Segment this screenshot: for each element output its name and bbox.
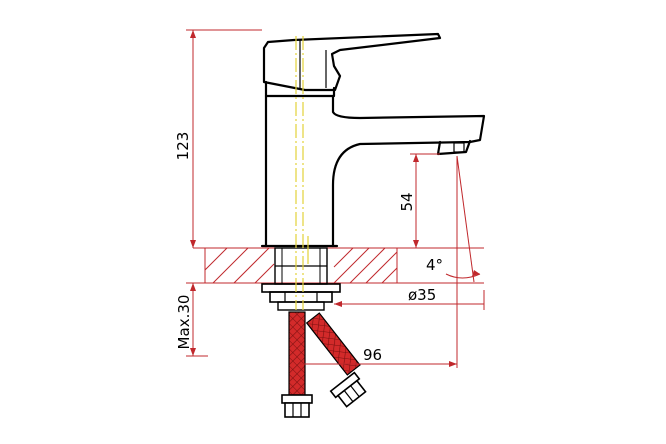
aerator-ring bbox=[453, 142, 465, 153]
dimension-reach: 96 bbox=[300, 282, 458, 368]
cartridge-collar bbox=[264, 80, 336, 98]
dimension-diameter: ø35 bbox=[334, 286, 485, 310]
max-thickness-label: Max.30 bbox=[175, 295, 193, 350]
lock-nut bbox=[269, 291, 333, 303]
mounting-fittings bbox=[261, 247, 341, 311]
washer bbox=[261, 283, 341, 293]
hose-nut-straight bbox=[281, 394, 313, 418]
dimension-height-total: 123 bbox=[174, 29, 262, 248]
flexible-hoses bbox=[281, 311, 367, 418]
height-total-label: 123 bbox=[174, 132, 192, 161]
body-and-spout bbox=[264, 94, 486, 248]
angle-label: 4° bbox=[426, 256, 443, 274]
reach-label: 96 bbox=[363, 346, 382, 364]
dimension-max-thickness: Max.30 bbox=[175, 282, 208, 357]
faucet-body bbox=[260, 32, 486, 248]
countertop-hatch-right bbox=[333, 247, 398, 284]
aerator bbox=[436, 139, 472, 156]
hose-angled bbox=[305, 312, 361, 376]
spout-clearance-label: 54 bbox=[398, 192, 416, 211]
hose-straight bbox=[288, 311, 306, 397]
diameter-label: ø35 bbox=[408, 286, 436, 304]
dimension-spout-clearance: 54 bbox=[398, 153, 440, 248]
dimension-angle: 4° bbox=[426, 155, 481, 283]
lever-handle bbox=[262, 32, 442, 92]
countertop-section bbox=[193, 247, 484, 284]
hose-nut-angled bbox=[329, 371, 367, 408]
centerline bbox=[295, 36, 309, 310]
countertop-hatch-left bbox=[204, 247, 275, 284]
